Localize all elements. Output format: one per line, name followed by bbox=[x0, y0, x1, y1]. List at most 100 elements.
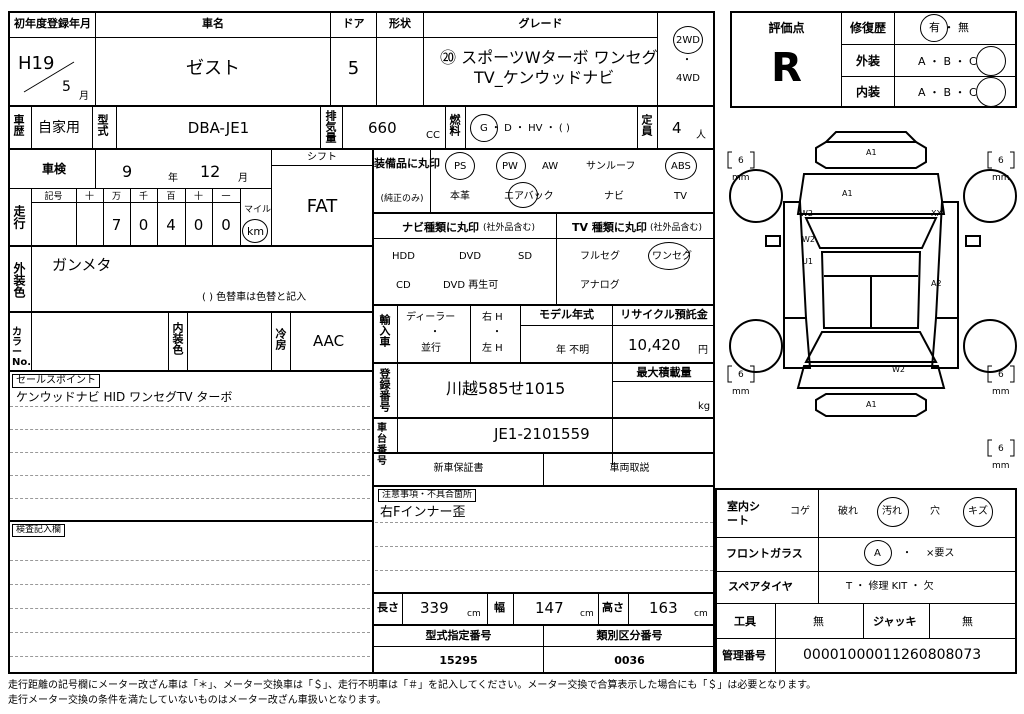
navi-hdd: HDD bbox=[392, 251, 415, 262]
cc-unit: CC bbox=[426, 130, 440, 141]
tv-oneseg: ワンセグ bbox=[652, 251, 692, 262]
mile-label: マイル bbox=[244, 205, 272, 215]
divider bbox=[8, 105, 715, 107]
digit-header: 百 bbox=[166, 192, 176, 202]
import-parallel: 並行 bbox=[421, 343, 441, 354]
chassis-value: JE1-2101559 bbox=[494, 425, 590, 443]
fuel-label: 燃料 bbox=[448, 114, 461, 136]
divider bbox=[397, 418, 398, 453]
import-dealer: ディーラー bbox=[406, 312, 456, 323]
height-label: 高さ bbox=[602, 601, 624, 614]
divider bbox=[376, 11, 377, 106]
damage-code: A1 bbox=[842, 189, 853, 198]
circle-mark bbox=[648, 242, 690, 270]
chassis-label: 車台番号 bbox=[377, 423, 387, 467]
equip-ps: PS bbox=[454, 161, 467, 172]
usage-label: 車歴 bbox=[12, 114, 25, 136]
sales-point-label: セールスポイント bbox=[12, 374, 100, 388]
svg-text:mm: mm bbox=[992, 173, 1010, 183]
capacity-unit: 人 bbox=[696, 130, 706, 141]
divider bbox=[373, 592, 715, 594]
navi-label: ナビ種類に丸印 bbox=[402, 221, 479, 234]
displacement-value: 660 bbox=[368, 119, 397, 137]
divider bbox=[520, 325, 715, 326]
notes-value: 右Fインナー歪 bbox=[380, 505, 466, 520]
divider bbox=[31, 312, 32, 371]
damage-code: A2 bbox=[931, 279, 942, 288]
model-label: 型式 bbox=[96, 114, 109, 136]
circle-mark bbox=[864, 540, 892, 566]
divider bbox=[116, 106, 117, 149]
divider bbox=[894, 11, 895, 108]
shape-label: 形状 bbox=[389, 17, 411, 30]
first-reg-month: 5 bbox=[62, 79, 71, 95]
dotted-line bbox=[10, 429, 370, 430]
equip-airbag: エアバック bbox=[504, 191, 554, 202]
divider bbox=[8, 370, 372, 372]
divider bbox=[95, 149, 96, 189]
divider bbox=[168, 312, 169, 371]
color-no-label: カラーNo. bbox=[12, 327, 32, 368]
equip-sunroof: サンルーフ bbox=[586, 161, 636, 172]
type-no-label: 型式指定番号 bbox=[425, 629, 492, 642]
svg-text:6: 6 bbox=[998, 444, 1004, 454]
divider bbox=[628, 593, 629, 625]
divider bbox=[130, 189, 131, 246]
divider bbox=[657, 106, 658, 149]
digit-header: 記号 bbox=[44, 192, 63, 202]
svg-text:6: 6 bbox=[738, 370, 744, 380]
divider bbox=[465, 106, 466, 149]
digit-header: 十 bbox=[193, 192, 203, 202]
glass-label: フロントガラス bbox=[726, 547, 803, 560]
circle-mark bbox=[445, 152, 475, 180]
divider bbox=[715, 603, 1017, 604]
glass-dot: ・ bbox=[902, 548, 912, 559]
fuel-options: G ・ D ・ HV ・ ( ) bbox=[480, 123, 570, 134]
navi-sd: SD bbox=[518, 251, 533, 262]
recycle-value: 10,420 bbox=[628, 336, 681, 354]
navi-cd: CD bbox=[396, 280, 411, 291]
damage-code: XX bbox=[931, 209, 942, 218]
cooling-value: AAC bbox=[313, 332, 345, 350]
width-value: 147 bbox=[535, 599, 564, 617]
mileage-digit: 0 bbox=[138, 216, 149, 234]
svg-text:6: 6 bbox=[998, 370, 1004, 380]
mileage-digit: 7 bbox=[111, 216, 122, 234]
color-label: 外装色 bbox=[12, 262, 26, 298]
import-dot: ・ bbox=[430, 327, 440, 338]
divider bbox=[271, 165, 372, 166]
model-value: DBA-JE1 bbox=[187, 119, 250, 137]
divider bbox=[373, 362, 715, 364]
svg-text:6: 6 bbox=[738, 156, 744, 166]
circle-mark bbox=[665, 152, 697, 180]
drive-4wd: 4WD bbox=[676, 73, 700, 84]
glass-replace: ×要ス bbox=[926, 548, 955, 559]
divider bbox=[715, 638, 1017, 639]
score-label: 評価点 bbox=[768, 21, 805, 35]
equip-abs: ABS bbox=[671, 161, 691, 172]
equip-tv: TV bbox=[674, 191, 687, 202]
divider bbox=[397, 363, 398, 418]
notes-label: 注意事項・不具合箇所 bbox=[378, 489, 477, 502]
spare-options: T ・ 修理 KIT ・ 欠 bbox=[846, 581, 934, 592]
repair-value: 有 ・ 無 bbox=[929, 21, 969, 34]
first-reg-label: 初年度登録年月 bbox=[14, 17, 91, 30]
score-value: R bbox=[771, 45, 802, 91]
divider bbox=[657, 11, 658, 106]
divider bbox=[470, 305, 471, 363]
yen-unit: 円 bbox=[698, 345, 708, 356]
import-dot: ・ bbox=[492, 327, 502, 338]
class-no-value: 0036 bbox=[614, 654, 645, 667]
divider bbox=[373, 212, 715, 214]
length-value: 339 bbox=[420, 599, 449, 617]
registration-label: 登録番号 bbox=[378, 368, 391, 412]
car-name-label: 車名 bbox=[202, 17, 224, 30]
seat-scratch: キズ bbox=[968, 506, 988, 517]
capacity-value: 4 bbox=[672, 119, 682, 137]
damage-code: W2 bbox=[892, 365, 905, 374]
divider bbox=[8, 520, 372, 522]
dotted-line bbox=[375, 570, 713, 571]
dotted-line bbox=[10, 560, 370, 561]
divider bbox=[520, 305, 521, 363]
repair-label: 修復歴 bbox=[850, 21, 887, 35]
